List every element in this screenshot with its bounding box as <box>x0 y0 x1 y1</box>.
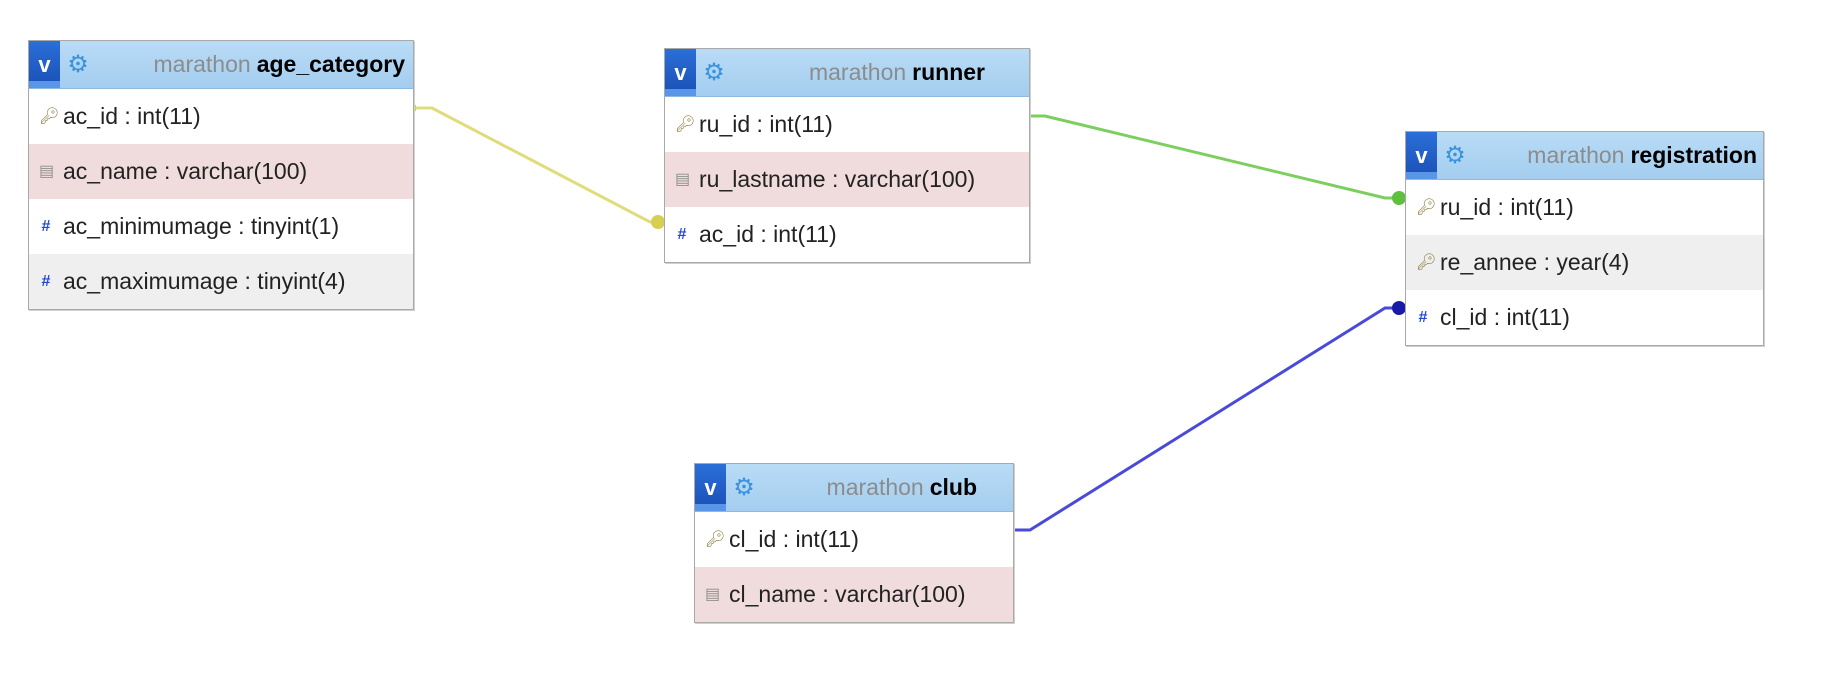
table-name: club <box>929 474 977 500</box>
column-label: ac_id : int(11) <box>699 221 837 247</box>
column-row[interactable]: 🔑︎ ru_id : int(11) <box>1406 180 1763 235</box>
hash-icon: # <box>41 272 51 290</box>
database-name: marathon <box>153 51 251 77</box>
table-age-category[interactable]: v ⚙ marathon age_category 🔑︎ ac_id : int… <box>28 40 414 310</box>
hash-icon: # <box>41 217 51 235</box>
database-name: marathon <box>1527 142 1625 168</box>
collapse-toggle[interactable]: v <box>665 49 696 96</box>
column-label: cl_id : int(11) <box>1440 304 1570 330</box>
column-label: cl_name : varchar(100) <box>729 581 966 607</box>
column-label: ac_maximumage : tinyint(4) <box>63 268 346 294</box>
table-name: age_category <box>256 51 405 77</box>
column-label: ru_id : int(11) <box>1440 194 1574 220</box>
gear-icon[interactable]: ⚙ <box>703 59 725 86</box>
collapse-toggle[interactable]: v <box>1406 132 1437 179</box>
key-icon: 🔑︎ <box>705 530 726 548</box>
column-row[interactable]: # ac_minimumage : tinyint(1) <box>29 199 413 254</box>
column-row[interactable]: 🔑︎ ru_id : int(11) <box>665 97 1029 152</box>
table-title: marathon age_category <box>154 41 405 88</box>
key-icon: 🔑︎ <box>1416 253 1437 271</box>
column-row[interactable]: 🔑︎ re_annee : year(4) <box>1406 235 1763 290</box>
table-title: marathon runner <box>809 49 985 96</box>
table-name: runner <box>912 59 985 85</box>
relation-line-club-registration[interactable] <box>1010 306 1400 532</box>
table-header[interactable]: v ⚙ marathon club <box>695 464 1013 512</box>
collapse-toggle[interactable]: v <box>695 464 726 511</box>
database-name: marathon <box>826 474 924 500</box>
column-row[interactable]: ▤ cl_name : varchar(100) <box>695 567 1013 622</box>
column-label: ru_lastname : varchar(100) <box>699 166 976 192</box>
column-row[interactable]: ▤ ru_lastname : varchar(100) <box>665 152 1029 207</box>
column-label: ac_id : int(11) <box>63 103 201 129</box>
column-label: cl_id : int(11) <box>729 526 859 552</box>
relation-endpoint <box>651 215 665 229</box>
table-name: registration <box>1630 142 1757 168</box>
column-row[interactable]: # ac_maximumage : tinyint(4) <box>29 254 413 309</box>
column-label: ac_name : varchar(100) <box>63 158 308 184</box>
hash-icon: # <box>677 225 687 243</box>
gear-icon[interactable]: ⚙ <box>1444 142 1466 169</box>
column-row[interactable]: # cl_id : int(11) <box>1406 290 1763 345</box>
relation-line-age-category-runner[interactable] <box>412 106 660 224</box>
relation-endpoint <box>1392 191 1406 205</box>
relation-endpoint <box>1392 301 1406 315</box>
column-row[interactable]: 🔑︎ cl_id : int(11) <box>695 512 1013 567</box>
table-header[interactable]: v ⚙ marathon runner <box>665 49 1029 97</box>
text-field-icon: ▤ <box>675 170 691 188</box>
collapse-toggle[interactable]: v <box>29 41 60 88</box>
key-icon: 🔑︎ <box>39 107 60 125</box>
table-club[interactable]: v ⚙ marathon club 🔑︎ cl_id : int(11) ▤ c… <box>694 463 1014 623</box>
column-label: ru_id : int(11) <box>699 111 833 137</box>
gear-icon[interactable]: ⚙ <box>733 474 755 501</box>
hash-icon: # <box>1418 308 1428 326</box>
column-row[interactable]: ▤ ac_name : varchar(100) <box>29 144 413 199</box>
relation-line-runner-registration[interactable] <box>1025 114 1400 200</box>
column-label: re_annee : year(4) <box>1440 249 1630 275</box>
text-field-icon: ▤ <box>39 162 55 180</box>
column-row[interactable]: 🔑︎ ac_id : int(11) <box>29 89 413 144</box>
column-row[interactable]: # ac_id : int(11) <box>665 207 1029 262</box>
table-title: marathon club <box>827 464 977 511</box>
table-title: marathon registration <box>1527 132 1757 179</box>
key-icon: 🔑︎ <box>1416 198 1437 216</box>
table-registration[interactable]: v ⚙ marathon registration 🔑︎ ru_id : int… <box>1405 131 1764 346</box>
gear-icon[interactable]: ⚙ <box>67 51 89 78</box>
table-runner[interactable]: v ⚙ marathon runner 🔑︎ ru_id : int(11) ▤… <box>664 48 1030 263</box>
table-header[interactable]: v ⚙ marathon age_category <box>29 41 413 89</box>
text-field-icon: ▤ <box>705 585 721 603</box>
column-label: ac_minimumage : tinyint(1) <box>63 213 340 239</box>
database-name: marathon <box>808 59 907 85</box>
table-header[interactable]: v ⚙ marathon registration <box>1406 132 1763 180</box>
key-icon: 🔑︎ <box>675 115 696 133</box>
